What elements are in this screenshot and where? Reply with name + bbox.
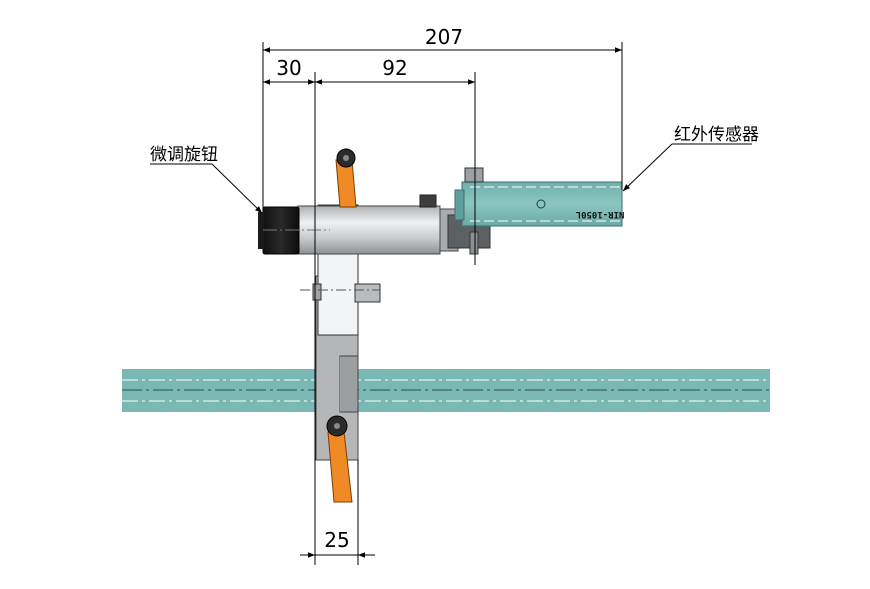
callout-ir-sensor: 红外传感器 — [622, 125, 759, 192]
upper-handle — [335, 148, 357, 208]
dim-mid-span-value: 92 — [382, 56, 407, 80]
mounting-rail — [122, 369, 770, 412]
fine-adjust-knob — [258, 206, 330, 255]
sensor-marking: NIR-1050L — [575, 209, 624, 219]
extension-lines — [262, 42, 623, 565]
dimension-mid-span: 92 — [315, 56, 475, 85]
label-fine-adjust-knob: 微调旋钮 — [150, 145, 218, 165]
label-ir-sensor: 红外传感器 — [674, 125, 759, 145]
dim-base-width-value: 25 — [324, 528, 349, 552]
dimension-left-offset: 30 — [263, 56, 315, 85]
lower-handle — [326, 415, 353, 503]
callout-fine-adjust-knob: 微调旋钮 — [150, 145, 263, 214]
dim-overall-value: 207 — [425, 25, 463, 49]
dimension-base-width: 25 — [300, 528, 375, 558]
ir-sensor: NIR-1050L — [454, 167, 624, 227]
dim-left-offset-value: 30 — [276, 56, 301, 80]
dimension-overall: 207 — [263, 25, 622, 53]
